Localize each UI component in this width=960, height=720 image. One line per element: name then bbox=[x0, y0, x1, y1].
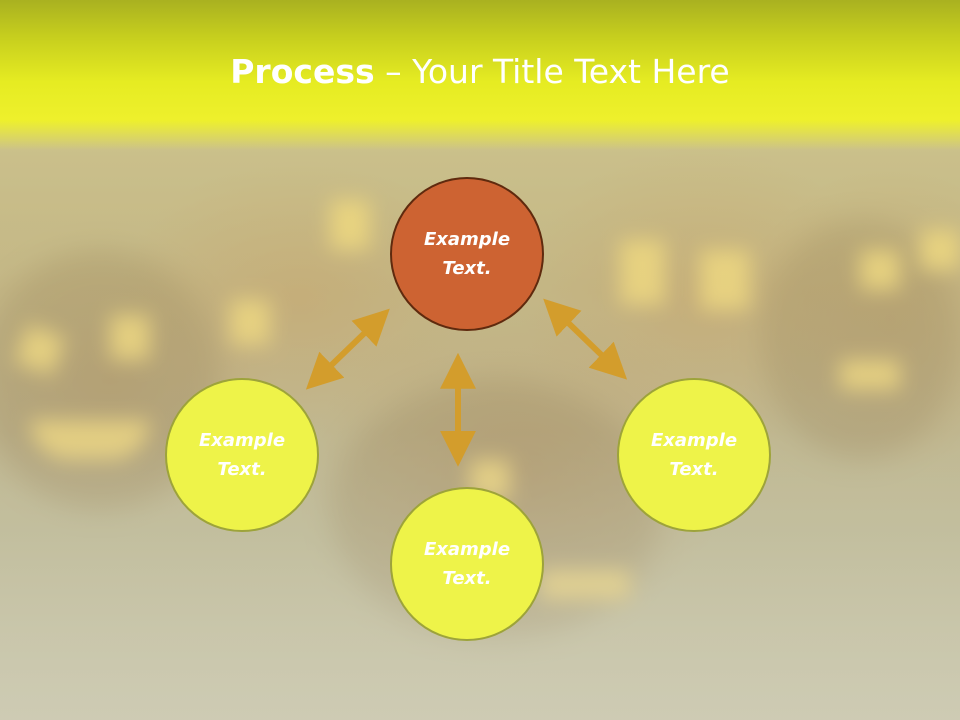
node-text-line: Example bbox=[423, 539, 511, 560]
node-text-line: Text. bbox=[442, 568, 492, 589]
node-text-line: Example bbox=[423, 229, 511, 250]
title-bold: Process bbox=[230, 52, 375, 91]
title-rest: Your Title Text Here bbox=[412, 52, 730, 91]
arrow-top-left bbox=[305, 308, 390, 390]
node-text-line: Example bbox=[650, 430, 738, 451]
process-node-left: Example Text. bbox=[165, 378, 319, 532]
title-separator: – bbox=[374, 52, 413, 91]
process-node-top: Example Text. bbox=[390, 177, 544, 331]
process-node-right: Example Text. bbox=[617, 378, 771, 532]
node-text-line: Example bbox=[198, 430, 286, 451]
node-text-line: Text. bbox=[669, 459, 719, 480]
slide-title: Process – Your Title Text Here bbox=[0, 52, 960, 91]
node-text-line: Text. bbox=[442, 258, 492, 279]
arrow-top-right bbox=[543, 298, 628, 380]
node-text-line: Text. bbox=[217, 459, 267, 480]
process-node-bottom: Example Text. bbox=[390, 487, 544, 641]
title-bar bbox=[0, 0, 960, 150]
